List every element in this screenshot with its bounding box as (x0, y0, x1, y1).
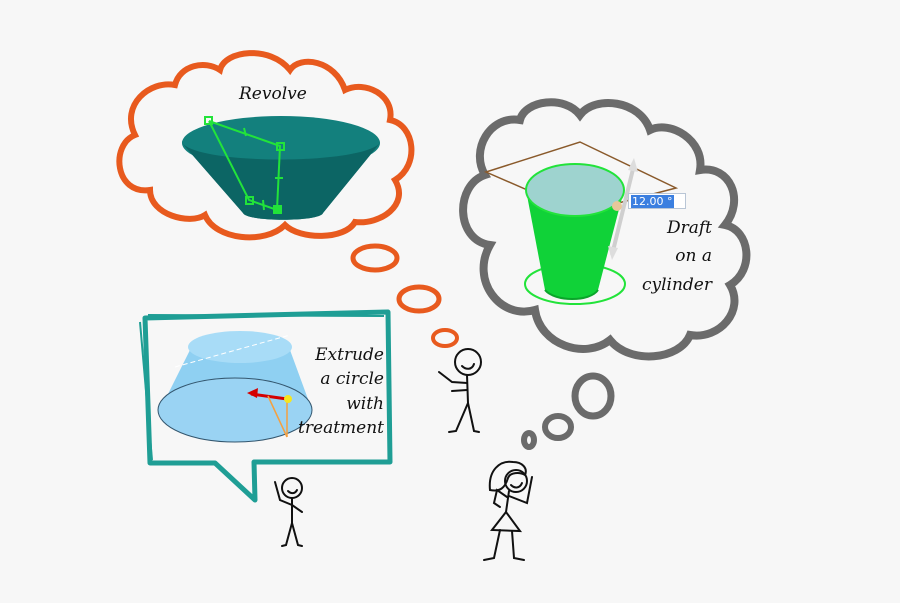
draft-label-line-2: on a (675, 246, 712, 267)
draft-angle-input[interactable]: 12.00 ° (628, 193, 686, 209)
stick-figure-woman (483, 460, 533, 561)
draft-label: Draft on a cylinder (626, 218, 712, 296)
draft-angle-value: 12.00 ° (631, 195, 674, 208)
extrude-speech-bubble (139, 309, 393, 503)
extruded-frustum (157, 331, 313, 443)
extrude-label: Extrude a circle with treatment (284, 345, 384, 439)
stick-figure-man-bottom (274, 477, 303, 547)
extrude-label-line-1: Extrude (315, 345, 384, 365)
drafted-cylinder (525, 163, 625, 300)
extrude-label-line-4: treatment (298, 417, 384, 438)
draft-label-line-1: Draft (666, 218, 712, 238)
draft-arrow-handle[interactable] (608, 158, 638, 260)
revolve-sketch-profile (204, 116, 285, 214)
extrude-label-line-3: with (346, 393, 384, 414)
revolve-label: Revolve (238, 84, 307, 104)
stick-figure-man-top (438, 348, 482, 433)
revolved-solid (182, 116, 380, 220)
extrude-label-line-2: a circle (320, 369, 384, 390)
draft-label-line-3: cylinder (641, 274, 712, 295)
draft-thought-bubble (459, 98, 751, 450)
revolve-thought-bubble (116, 50, 459, 348)
